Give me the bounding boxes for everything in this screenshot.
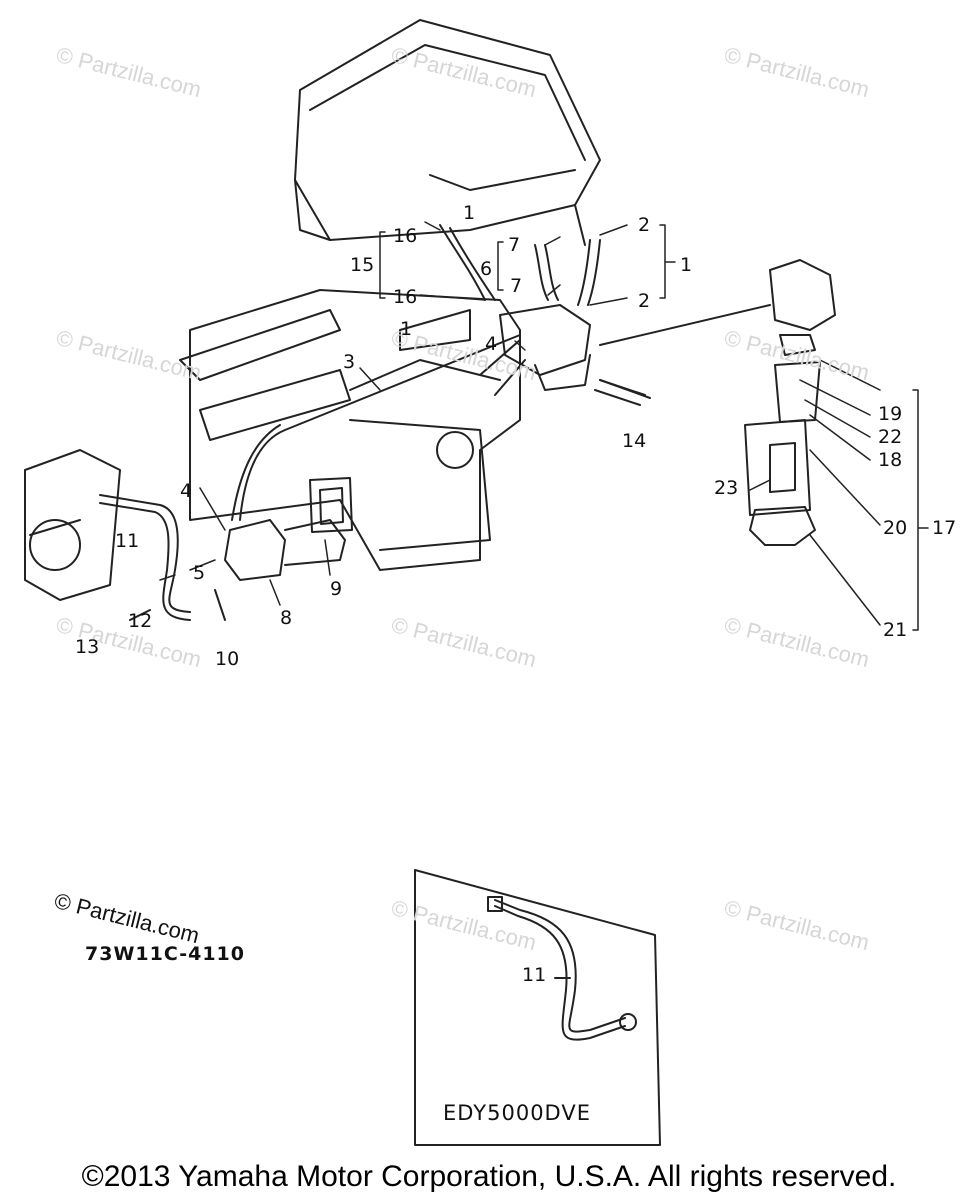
inset-model-label: EDY5000DVE <box>443 1101 591 1125</box>
callout-2: 2 <box>638 214 651 236</box>
hose-6 <box>534 244 549 301</box>
callout-6: 6 <box>480 258 493 280</box>
bolt-13 <box>129 609 151 621</box>
callout-23: 23 <box>714 477 739 499</box>
callout-17: 17 <box>932 517 957 539</box>
pipe-11 <box>99 494 191 613</box>
callout-14: 14 <box>622 430 647 452</box>
fuel-tank <box>294 19 601 246</box>
callout-22: 22 <box>878 426 903 448</box>
diagram-code: 73W11C-4110 <box>85 943 245 965</box>
bolt-10 <box>214 589 226 621</box>
callout-12: 12 <box>128 610 153 632</box>
callout-1: 1 <box>400 318 413 340</box>
callout-1: 1 <box>680 254 693 276</box>
callout-7: 7 <box>508 234 521 256</box>
callout-10: 10 <box>215 648 240 670</box>
callout-19: 19 <box>878 403 903 425</box>
callout-9: 9 <box>330 578 343 600</box>
callout-21: 21 <box>883 619 908 641</box>
callout-20: 20 <box>883 517 908 539</box>
callout-5: 5 <box>193 562 206 584</box>
callout-18: 18 <box>878 449 903 471</box>
callout-16: 16 <box>393 225 418 247</box>
hose-15 <box>439 224 486 301</box>
inset-box <box>414 869 661 1146</box>
callout-1: 1 <box>463 202 476 224</box>
callout-4: 4 <box>180 480 193 502</box>
callout-8: 8 <box>280 607 293 629</box>
hose-1 <box>577 239 591 306</box>
callout-3: 3 <box>343 351 356 373</box>
bolt-14 <box>599 379 651 399</box>
callout-4: 4 <box>485 333 498 355</box>
fuel-pump <box>224 477 353 581</box>
engine-frame <box>179 289 521 571</box>
callout-15: 15 <box>350 254 375 276</box>
hose-3 <box>239 334 521 521</box>
callout-16: 16 <box>393 286 418 308</box>
callout-11: 11 <box>115 530 140 552</box>
callout-7: 7 <box>510 275 523 297</box>
copyright-text: ©2013 Yamaha Motor Corporation, U.S.A. A… <box>81 1160 897 1193</box>
callout-11: 11 <box>522 964 547 986</box>
fuel-filter-right <box>744 259 836 546</box>
callout-2: 2 <box>638 290 651 312</box>
injection-pump-body <box>24 449 121 601</box>
callout-13: 13 <box>75 636 100 658</box>
